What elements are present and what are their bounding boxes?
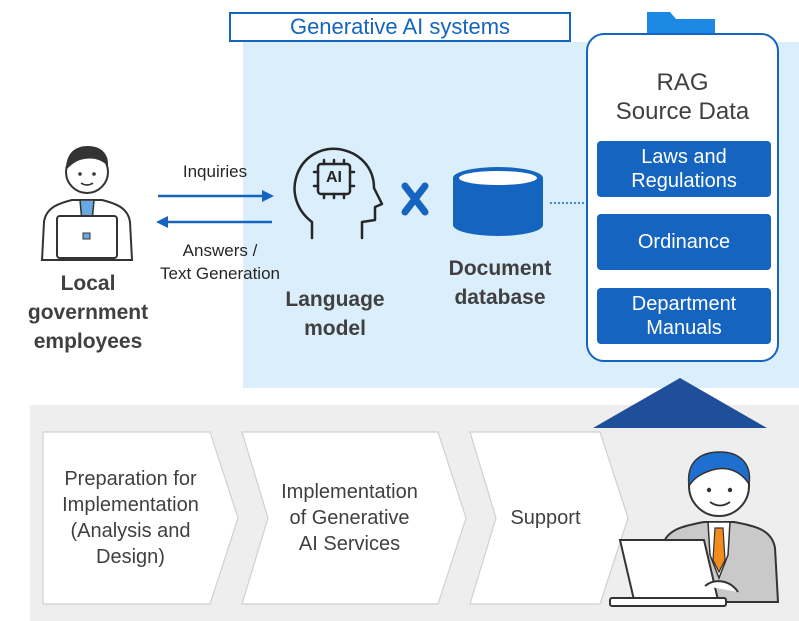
step-2-chevron: [241, 431, 467, 605]
step-2-line-3: AI Services: [298, 533, 401, 555]
rag-item-laws-line-2: Regulations: [631, 170, 737, 192]
step-3-chevron: [469, 431, 629, 605]
step-1-line-1: Preparation for: [64, 468, 197, 490]
users-label-line-3: employees: [33, 330, 143, 353]
rag-item-manuals-line-1: Department: [631, 293, 737, 315]
rag-item-manuals-line-2: Manuals: [646, 317, 722, 339]
inquiries-arrow-icon: [158, 190, 274, 202]
database-icon: [453, 167, 543, 236]
document-database-label: Document database: [430, 254, 570, 312]
up-arrow-icon: [593, 378, 767, 428]
rag-title: RAG Source Data: [588, 68, 777, 126]
rag-title-line-1: RAG: [656, 69, 709, 96]
support-person-icon: [609, 451, 780, 607]
step-1-line-2: Implementation: [62, 494, 199, 516]
document-database-label-line-1: Document: [448, 257, 552, 280]
rag-item-ordinance: Ordinance: [597, 214, 771, 270]
users-label-line-1: Local: [60, 272, 116, 295]
step-1-chevron: [42, 431, 239, 605]
step-preparation-label: Preparation for Implementation (Analysis…: [43, 466, 218, 570]
answers-label-line-2: Text Generation: [159, 264, 280, 283]
language-model-label-line-1: Language: [285, 288, 385, 311]
users-label: Local government employees: [0, 269, 176, 356]
inquiries-label: Inquiries: [182, 162, 248, 181]
rag-title-line-2: Source Data: [615, 98, 750, 125]
employee-at-laptop-icon: [40, 146, 134, 261]
document-database-label-line-2: database: [454, 286, 546, 309]
answers-label: Answers / Text Generation: [140, 239, 300, 285]
ai-chip-label: AI: [326, 169, 342, 186]
language-model-label: Language model: [270, 285, 400, 343]
language-model-head-icon: [293, 147, 384, 240]
combine-x-icon: [401, 182, 429, 216]
step-support-label: Support: [488, 505, 603, 531]
answers-label-line-1: Answers /: [182, 241, 258, 260]
rag-item-laws-line-1: Laws and: [641, 146, 727, 168]
generative-ai-systems-title: Generative AI systems: [229, 12, 571, 42]
step-1-line-4: Design): [96, 546, 165, 568]
step-2-line-2: of Generative: [289, 507, 410, 529]
step-1-line-3: (Analysis and: [70, 520, 191, 542]
step-2-line-1: Implementation: [281, 481, 418, 503]
language-model-label-line-2: model: [304, 317, 366, 340]
step-implementation-label: Implementation of Generative AI Services: [262, 479, 437, 557]
rag-item-ordinance-label: Ordinance: [637, 231, 731, 253]
users-label-line-2: government: [27, 301, 149, 324]
step-3-line-1: Support: [510, 507, 581, 529]
answers-arrow-icon: [156, 216, 272, 228]
